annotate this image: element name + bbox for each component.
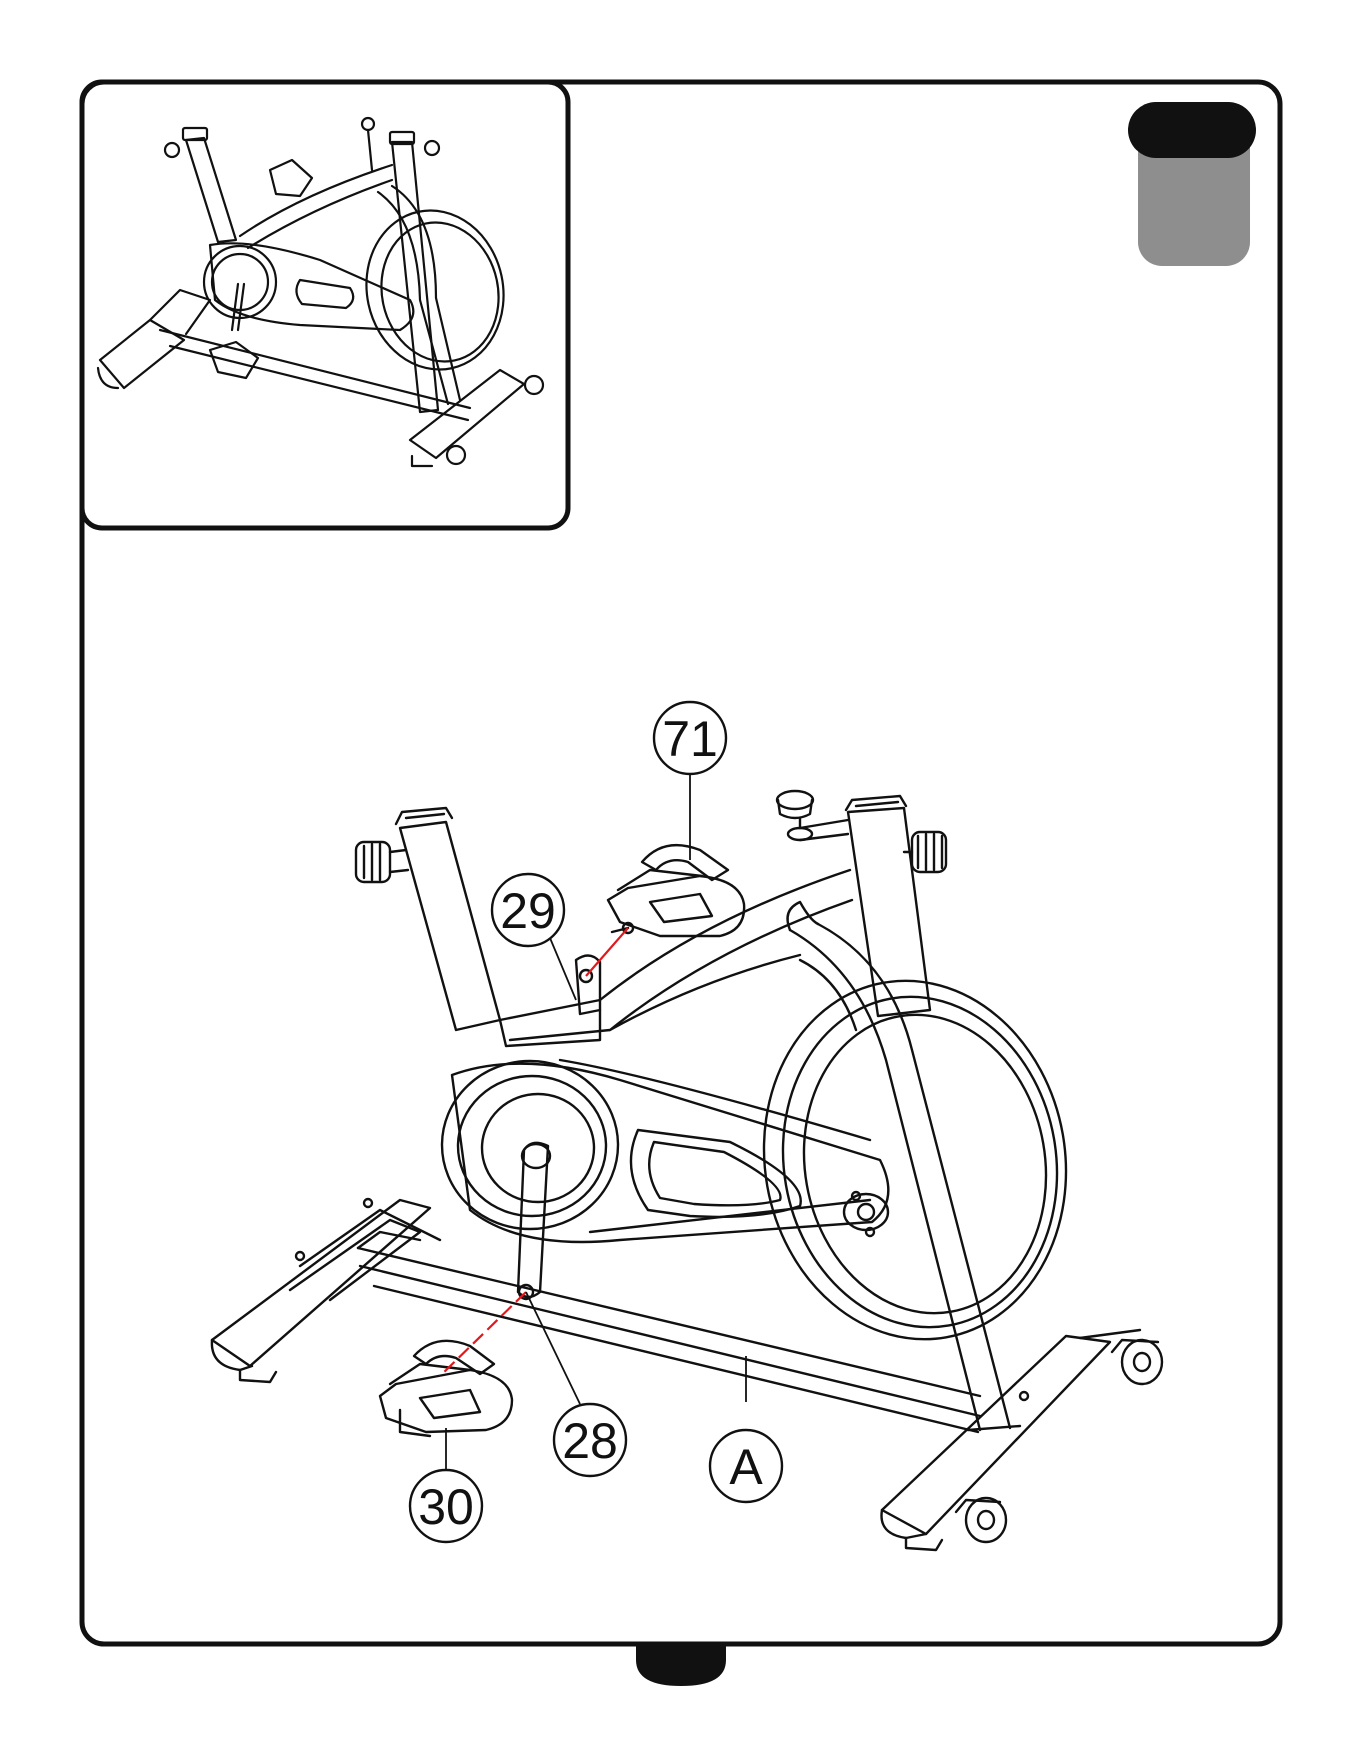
callout-28: 28 bbox=[554, 1404, 626, 1476]
callout-30: 30 bbox=[410, 1470, 482, 1542]
front-stabilizer bbox=[212, 1199, 440, 1382]
rear-stabilizer bbox=[882, 1330, 1163, 1550]
seat-post bbox=[356, 808, 500, 1030]
lower-frame-rail bbox=[358, 1232, 980, 1432]
flywheel bbox=[736, 957, 1094, 1364]
page-border bbox=[82, 82, 1280, 1644]
crank-arm bbox=[518, 1143, 550, 1299]
callout-71: 71 bbox=[654, 702, 726, 774]
main-bike-illustration bbox=[212, 791, 1162, 1550]
callout-71-label: 71 bbox=[662, 711, 718, 767]
callout-29: 29 bbox=[492, 874, 564, 946]
chain-guard bbox=[442, 1060, 888, 1242]
overview-bike-illustration bbox=[98, 118, 543, 466]
step-tab bbox=[1128, 102, 1256, 266]
callout-30-label: 30 bbox=[418, 1479, 474, 1535]
pedal-lower bbox=[380, 1341, 512, 1436]
page-number-tab bbox=[636, 1646, 726, 1686]
callout-A-label: A bbox=[729, 1439, 763, 1495]
callout-28-label: 28 bbox=[562, 1413, 618, 1469]
callout-A: A bbox=[710, 1430, 782, 1502]
callout-29-label: 29 bbox=[500, 883, 556, 939]
